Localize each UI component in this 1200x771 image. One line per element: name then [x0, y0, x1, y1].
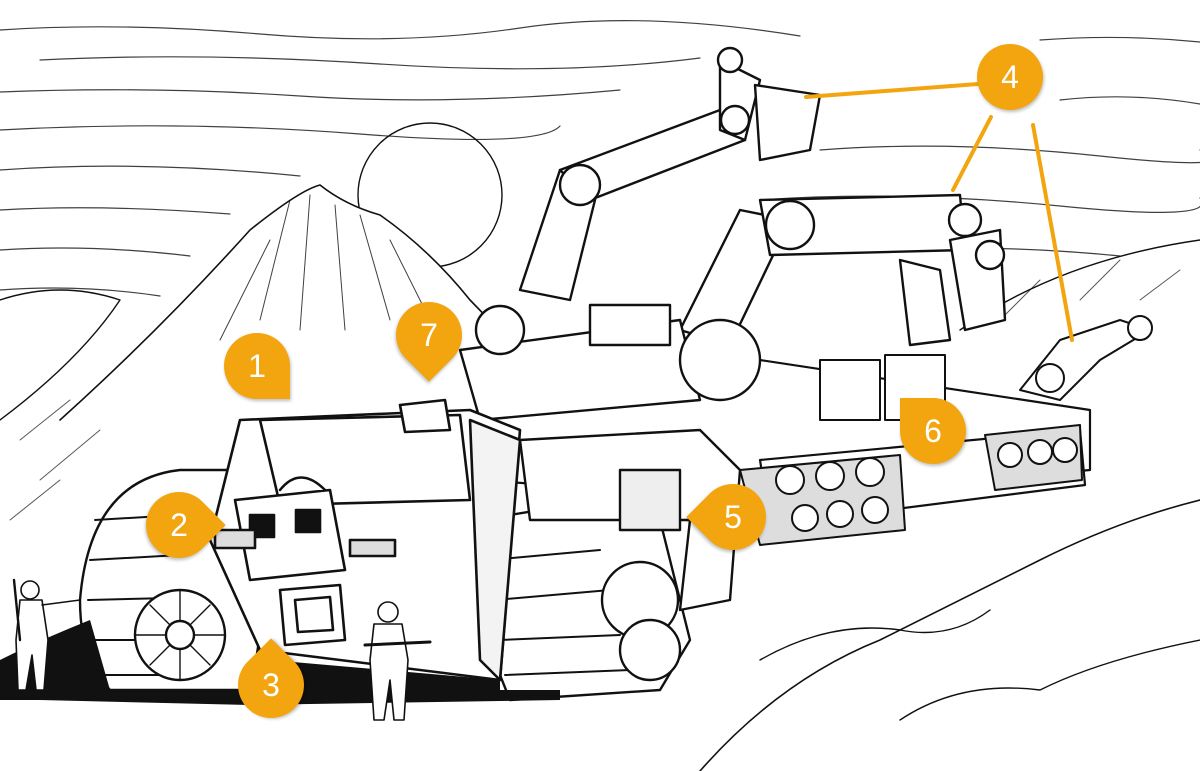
- callout-number: 2: [170, 507, 188, 543]
- robotic-arm-middle: [678, 193, 1007, 347]
- callout-6[interactable]: 6: [900, 398, 966, 464]
- mountain: [59, 184, 521, 421]
- robotic-arm-upper: [518, 46, 822, 302]
- hills-left: [0, 289, 121, 421]
- front-right-track: [478, 498, 692, 702]
- callout-5[interactable]: 5: [686, 470, 780, 564]
- callout-4[interactable]: 4: [977, 44, 1043, 110]
- callout-4-leader-lines: [804, 82, 1074, 342]
- callout-number: 7: [420, 317, 438, 353]
- callout-number: 5: [724, 499, 742, 535]
- callout-2[interactable]: 2: [132, 478, 226, 572]
- sky-cloud-streaks: [0, 20, 1200, 297]
- leader-line-rear-arm: [1031, 123, 1074, 342]
- rear-track: [739, 424, 1083, 546]
- central-turret: [458, 303, 762, 422]
- leader-line-middle-arm: [951, 115, 993, 192]
- callout-1[interactable]: 1: [224, 333, 290, 399]
- soldier-right: [363, 601, 432, 721]
- callout-pin: [977, 44, 1043, 110]
- callout-number: 3: [262, 667, 280, 703]
- callout-number: 1: [248, 348, 266, 384]
- foreground-rocks: [699, 499, 1200, 771]
- callout-pin: [224, 333, 290, 399]
- callout-pin: [900, 398, 966, 464]
- robotic-arm-rear: [1019, 315, 1153, 401]
- side-pod: [518, 428, 742, 612]
- front-cab: [208, 398, 522, 682]
- soldier-left: [12, 578, 81, 691]
- callout-number: 6: [924, 413, 942, 449]
- leader-line-upper-arm: [804, 82, 980, 99]
- callout-3[interactable]: 3: [224, 638, 318, 732]
- callout-number: 4: [1001, 59, 1019, 95]
- callout-7[interactable]: 7: [382, 288, 476, 382]
